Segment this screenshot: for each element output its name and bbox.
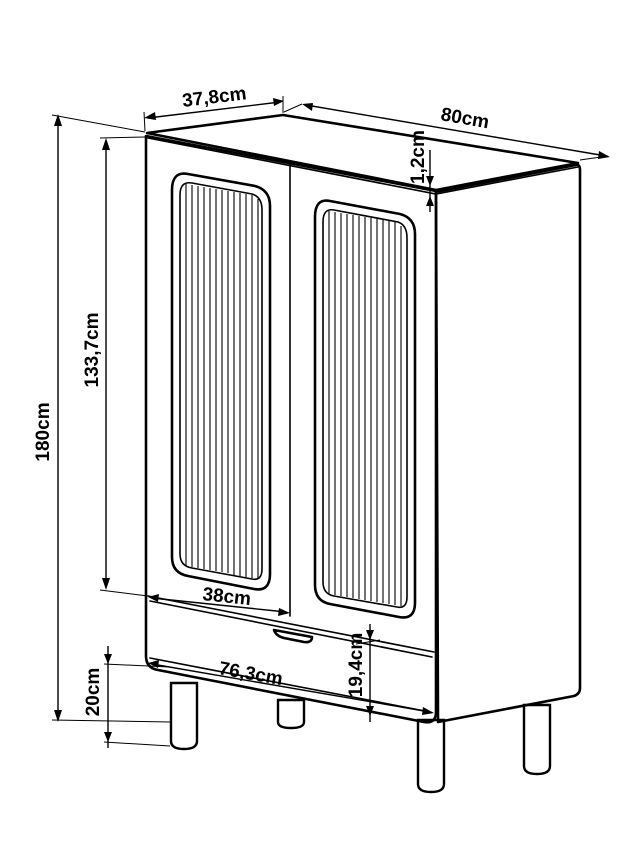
side-panel <box>434 163 582 724</box>
door-width-dim-line <box>151 597 287 613</box>
drawer-divider <box>147 595 435 653</box>
top-thickness-label: 1,2cm <box>408 130 429 184</box>
front-panel <box>144 134 438 724</box>
right-door-frame <box>313 199 417 619</box>
legs <box>169 681 552 794</box>
drawer-bottom <box>149 657 431 713</box>
dimension-lines <box>51 96 610 748</box>
drawer-handle <box>272 628 314 644</box>
door-height-label: 133,7cm <box>82 312 103 387</box>
leg-front-right <box>416 718 446 794</box>
leg-back-left <box>276 698 306 730</box>
dimension-labels: 37,8cm 80cm 1,2cm 180cm 133,7cm 38cm 76,… <box>33 83 491 716</box>
width-dim-line <box>305 104 607 157</box>
right-door-inset <box>322 208 408 609</box>
right-door-flutes <box>328 211 402 606</box>
right-door-panel <box>313 199 417 619</box>
drawer-divider-inner <box>149 600 433 658</box>
total-height-label: 180cm <box>33 402 54 461</box>
depth-dim-line <box>147 101 281 119</box>
door-width-label: 38cm <box>201 584 252 610</box>
leg-height-label: 20cm <box>83 668 104 717</box>
leg-front-left <box>169 681 199 751</box>
drawer-height-label: 19,4cm <box>346 633 367 697</box>
cabinet-body <box>144 113 582 724</box>
left-door-inset <box>179 181 263 581</box>
leg-back-right <box>522 703 552 776</box>
drawer-width-dim-line <box>151 663 431 713</box>
left-door-panel <box>170 172 272 591</box>
left-door-frame <box>170 172 272 591</box>
left-door-flutes <box>185 184 259 578</box>
drawer-width-label: 76,3cm <box>217 658 284 690</box>
top-surface <box>145 113 580 192</box>
